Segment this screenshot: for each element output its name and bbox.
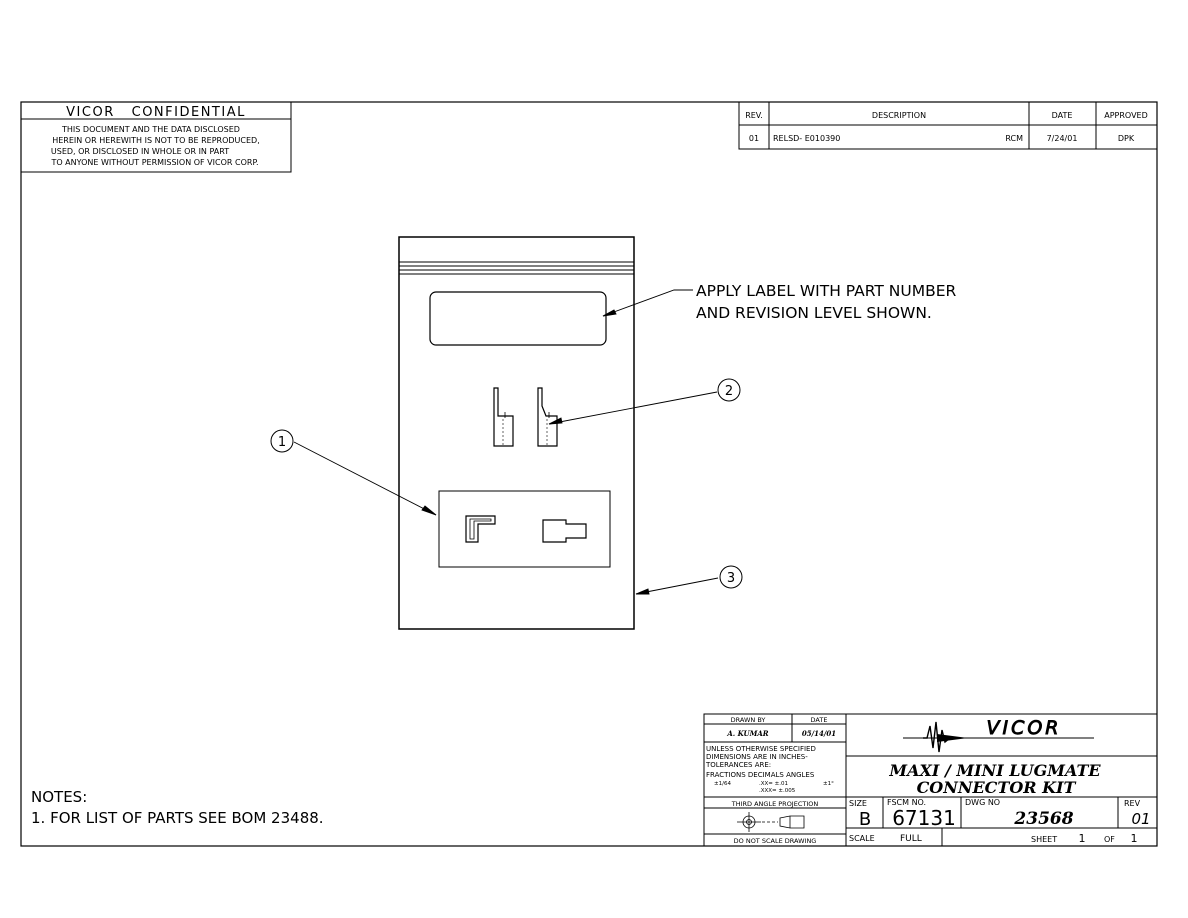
- vicor-logo: VICOR: [903, 717, 1094, 753]
- leader-lines: [293, 289, 719, 595]
- lugmate-lugs: [493, 387, 558, 447]
- tolerance-line-4: FRACTIONS DECIMALS ANGLES: [706, 771, 815, 779]
- bag-outline: [398, 236, 635, 630]
- sheet-total: 1: [1131, 832, 1138, 845]
- notes-item-1: 1. FOR LIST OF PARTS SEE BOM 23488.: [31, 809, 324, 827]
- label-note-line-2: AND REVISION LEVEL SHOWN.: [696, 304, 932, 322]
- date-label: DATE: [811, 716, 828, 724]
- third-angle-projection-symbol: [737, 812, 805, 832]
- date-header: DATE: [1052, 111, 1073, 120]
- tolerance-line-2: DIMENSIONS ARE IN INCHES-: [706, 753, 808, 761]
- confidential-block: VICOR CONFIDENTIAL THIS DOCUMENT AND THE…: [20, 101, 292, 173]
- do-not-scale: DO NOT SCALE DRAWING: [734, 837, 817, 845]
- approved-header: APPROVED: [1104, 111, 1148, 120]
- rev-value: 01: [1131, 810, 1150, 828]
- rev-row-date: 7/24/01: [1047, 134, 1078, 143]
- drawn-date: 05/14/01: [802, 729, 836, 738]
- description-header: DESCRIPTION: [872, 111, 926, 120]
- connector-package: [438, 490, 611, 568]
- confidential-line-1: THIS DOCUMENT AND THE DATA DISCLOSED: [61, 125, 240, 134]
- scale-value: FULL: [900, 834, 922, 844]
- rev-row-rev: 01: [749, 134, 759, 143]
- fscm-value: 67131: [892, 806, 956, 830]
- rev-header: REV.: [745, 111, 763, 120]
- balloon-3: 3: [719, 565, 743, 589]
- revision-table: REV. DESCRIPTION DATE APPROVED 01 RELSD-…: [738, 101, 1158, 150]
- fscm-label: FSCM NO.: [887, 798, 926, 807]
- balloon-2: 2: [717, 378, 741, 402]
- sheet-number: 1: [1079, 832, 1086, 845]
- balloon-1-number: 1: [278, 435, 286, 450]
- tolerance-decimal-xx: .XX= ±.01: [759, 781, 788, 787]
- label-area: [429, 291, 607, 346]
- balloon-3-number: 3: [727, 571, 735, 586]
- confidential-line-2: HEREIN OR HEREWITH IS NOT TO BE REPRODUC…: [52, 136, 260, 145]
- tolerance-fraction: ±1/64: [714, 781, 731, 787]
- tolerance-line-1: UNLESS OTHERWISE SPECIFIED: [706, 745, 816, 753]
- confidential-title: VICOR CONFIDENTIAL: [66, 105, 246, 120]
- balloon-2-number: 2: [725, 384, 733, 399]
- sheet-label: SHEET: [1031, 835, 1057, 844]
- drawing-title-line-2: CONNECTOR KIT: [917, 778, 1077, 797]
- confidential-line-4: TO ANYONE WITHOUT PERMISSION OF VICOR CO…: [50, 158, 258, 167]
- projection-label: THIRD ANGLE PROJECTION: [731, 800, 819, 808]
- scale-label: SCALE: [849, 834, 875, 843]
- rev-row-description: RELSD- E010390: [773, 134, 840, 143]
- title-block: [703, 713, 1158, 847]
- tolerance-decimal-xxx: .XXX= ±.005: [759, 788, 796, 794]
- of-label: OF: [1104, 835, 1115, 844]
- drawing-title-line-1: MAXI / MINI LUGMATE: [888, 761, 1101, 780]
- company-name: VICOR: [986, 717, 1061, 739]
- balloon-1: 1: [270, 429, 294, 453]
- tolerance-line-3: TOLERANCES ARE:: [705, 761, 771, 769]
- dwg-label: DWG NO: [965, 798, 1000, 807]
- confidential-line-3: USED, OR DISCLOSED IN WHOLE OR IN PART: [51, 147, 229, 156]
- dwg-number: 23568: [1013, 809, 1073, 829]
- drawn-by: A. KUMAR: [726, 729, 768, 738]
- rev-row-approved: DPK: [1118, 134, 1135, 143]
- drawn-by-label: DRAWN BY: [731, 716, 766, 724]
- rev-label: REV: [1124, 799, 1141, 808]
- size-value: B: [859, 809, 871, 830]
- label-note-line-1: APPLY LABEL WITH PART NUMBER: [696, 282, 957, 300]
- drawing-border: [20, 101, 1158, 847]
- notes-heading: NOTES:: [31, 788, 87, 806]
- rev-row-by: RCM: [1005, 134, 1023, 143]
- size-label: SIZE: [849, 799, 867, 808]
- tolerance-angle: ±1°: [823, 781, 834, 787]
